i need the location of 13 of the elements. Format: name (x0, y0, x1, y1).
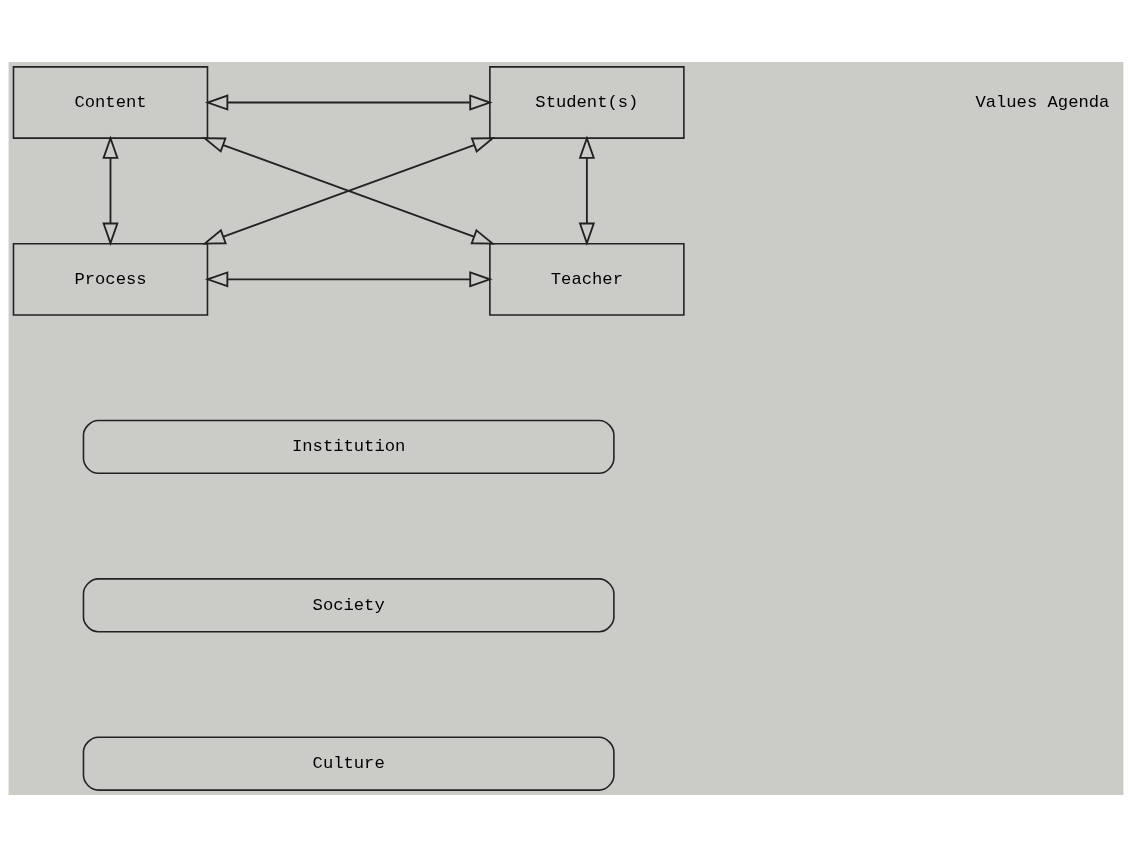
node-box: Content (12, 66, 209, 139)
label: Values Agenda (975, 93, 1110, 113)
arrow (204, 271, 493, 288)
node-box: Process (12, 242, 209, 316)
arrow (202, 137, 496, 245)
node-box: Society (82, 578, 615, 633)
arrow (102, 135, 119, 246)
node-box: Institution (82, 419, 615, 475)
node-box: Teacher (489, 242, 685, 316)
arrow (578, 135, 596, 246)
node-box: Culture (82, 736, 615, 791)
node-box: Student(s) (489, 66, 685, 139)
arrow (204, 94, 493, 111)
